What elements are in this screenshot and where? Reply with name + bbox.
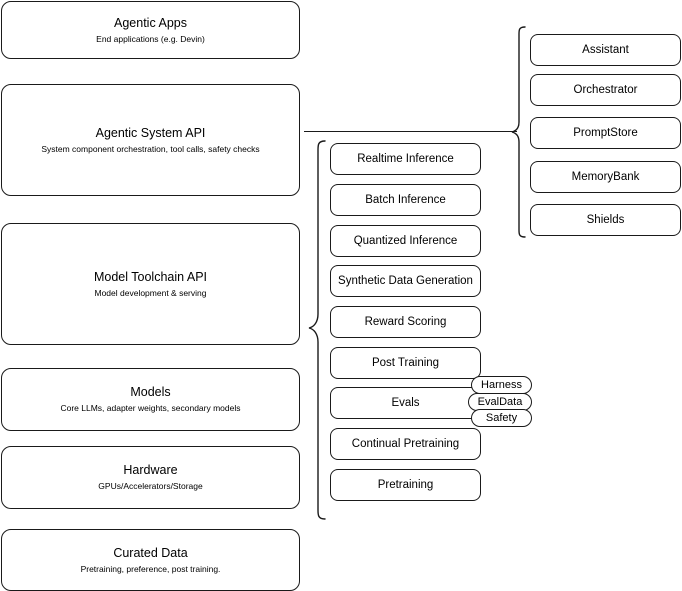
toolchain-component-quantized-inference[interactable]: Quantized Inference	[330, 225, 481, 257]
toolchain-component-continual-pretraining[interactable]: Continual Pretraining	[330, 428, 481, 460]
toolchain-component-label: Quantized Inference	[353, 235, 458, 247]
evals-subcomponent-harness[interactable]: Harness	[471, 376, 532, 394]
toolchain-component-label: Synthetic Data Generation	[338, 275, 473, 287]
evals-subcomponent-label: EvalData	[477, 396, 523, 408]
layer-subtitle: End applications (e.g. Devin)	[96, 33, 205, 44]
brace-toolchain-components	[308, 140, 326, 520]
toolchain-component-label: Realtime Inference	[357, 153, 454, 165]
evals-subcomponent-safety[interactable]: Safety	[471, 409, 532, 427]
layer-title: Model Toolchain API	[93, 269, 208, 284]
connector-line-system-api	[304, 131, 517, 132]
layer-box-hardware[interactable]: Hardware GPUs/Accelerators/Storage	[1, 446, 300, 509]
layer-box-agentic-system-api[interactable]: Agentic System API System component orch…	[1, 84, 300, 196]
toolchain-component-reward-scoring[interactable]: Reward Scoring	[330, 306, 481, 338]
toolchain-component-label: Post Training	[371, 357, 440, 369]
evals-subcomponent-label: Safety	[485, 412, 518, 424]
layer-box-model-toolchain-api[interactable]: Model Toolchain API Model development & …	[1, 223, 300, 345]
toolchain-component-pretraining[interactable]: Pretraining	[330, 469, 481, 501]
layer-subtitle: GPUs/Accelerators/Storage	[98, 481, 203, 491]
toolchain-component-evals[interactable]: Evals	[330, 387, 481, 419]
layer-box-curated-data[interactable]: Curated Data Pretraining, preference, po…	[1, 529, 300, 591]
system-component-label: Orchestrator	[573, 84, 638, 96]
layer-subtitle: Model development & serving	[94, 287, 207, 298]
toolchain-component-realtime-inference[interactable]: Realtime Inference	[330, 143, 481, 175]
evals-subcomponent-label: Harness	[481, 379, 522, 391]
layer-title: Hardware	[123, 463, 178, 477]
system-component-memorybank[interactable]: MemoryBank	[530, 161, 681, 193]
system-component-label: Assistant	[582, 44, 629, 56]
toolchain-component-label: Pretraining	[377, 479, 434, 491]
toolchain-component-label: Batch Inference	[365, 194, 446, 206]
layer-title: Curated Data	[113, 545, 188, 560]
layer-box-agentic-apps[interactable]: Agentic Apps End applications (e.g. Devi…	[1, 1, 300, 59]
toolchain-component-post-training[interactable]: Post Training	[330, 347, 481, 379]
toolchain-component-label: Reward Scoring	[364, 316, 447, 328]
toolchain-component-label: Evals	[391, 397, 420, 409]
layer-title: Agentic Apps	[114, 15, 187, 30]
system-component-label: MemoryBank	[571, 171, 640, 183]
layer-subtitle: Core LLMs, adapter weights, secondary mo…	[60, 403, 241, 413]
toolchain-component-batch-inference[interactable]: Batch Inference	[330, 184, 481, 216]
layer-subtitle: System component orchestration, tool cal…	[41, 143, 260, 154]
system-component-assistant[interactable]: Assistant	[530, 34, 681, 66]
layer-title: Agentic System API	[95, 125, 206, 140]
layer-title: Models	[130, 385, 171, 399]
system-component-orchestrator[interactable]: Orchestrator	[530, 74, 681, 106]
toolchain-component-synthetic-data-generation[interactable]: Synthetic Data Generation	[330, 265, 481, 297]
system-component-label: Shields	[586, 214, 625, 226]
brace-system-components	[511, 26, 526, 238]
system-component-label: PromptStore	[573, 127, 638, 139]
layer-box-models[interactable]: Models Core LLMs, adapter weights, secon…	[1, 368, 300, 431]
toolchain-component-label: Continual Pretraining	[351, 438, 460, 450]
layer-subtitle: Pretraining, preference, post training.	[80, 563, 221, 574]
system-component-promptstore[interactable]: PromptStore	[530, 117, 681, 149]
system-component-shields[interactable]: Shields	[530, 204, 681, 236]
